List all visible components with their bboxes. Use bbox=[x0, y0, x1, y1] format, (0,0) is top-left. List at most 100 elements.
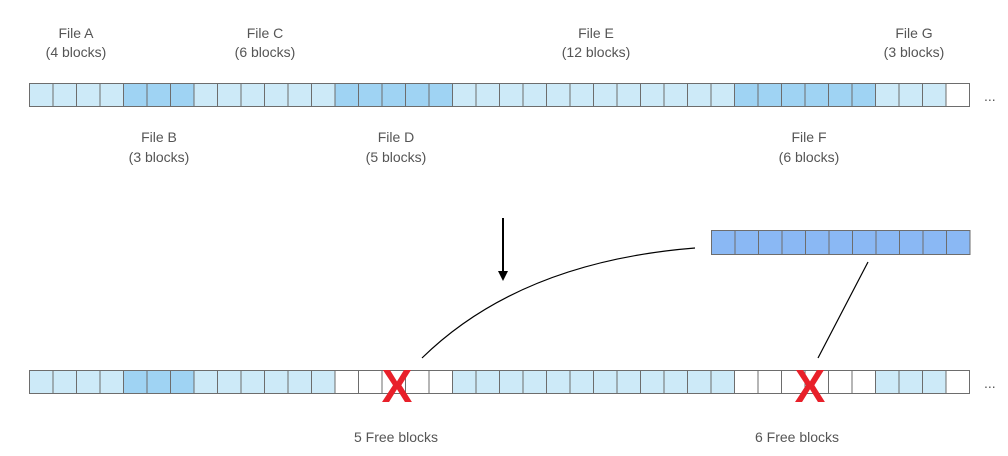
after-block-9 bbox=[217, 370, 242, 394]
after-block-21 bbox=[499, 370, 524, 394]
incoming-block-6 bbox=[828, 230, 853, 255]
after-block-22 bbox=[522, 370, 547, 394]
file-c-name: File C bbox=[247, 25, 284, 41]
after-block-20 bbox=[475, 370, 500, 394]
after-block-31 bbox=[734, 370, 759, 394]
before-block-28 bbox=[663, 83, 688, 107]
before-block-24 bbox=[569, 83, 594, 107]
after-block-12 bbox=[287, 370, 312, 394]
before-block-3 bbox=[76, 83, 101, 107]
before-block-20 bbox=[475, 83, 500, 107]
incoming-block-7 bbox=[852, 230, 877, 255]
before-block-17 bbox=[405, 83, 430, 107]
before-block-5 bbox=[123, 83, 148, 107]
before-block-8 bbox=[193, 83, 218, 107]
before-block-16 bbox=[381, 83, 406, 107]
before-block-1 bbox=[29, 83, 54, 107]
before-block-10 bbox=[240, 83, 265, 107]
before-block-39 bbox=[922, 83, 947, 107]
before-block-11 bbox=[264, 83, 289, 107]
before-block-31 bbox=[734, 83, 759, 107]
incoming-block-9 bbox=[899, 230, 924, 255]
after-block-25 bbox=[593, 370, 618, 394]
x-mark-5-free: X bbox=[382, 360, 413, 412]
after-block-40 bbox=[945, 370, 970, 394]
before-block-19 bbox=[452, 83, 477, 107]
before-block-23 bbox=[546, 83, 571, 107]
before-block-40 bbox=[945, 83, 970, 107]
file-d-name: File D bbox=[378, 129, 415, 145]
file-f-size: (6 blocks) bbox=[779, 149, 840, 165]
after-block-8 bbox=[193, 370, 218, 394]
before-block-34 bbox=[804, 83, 829, 107]
after-block-35 bbox=[828, 370, 853, 394]
before-block-6 bbox=[146, 83, 171, 107]
disk-row-after bbox=[29, 370, 970, 394]
before-block-2 bbox=[52, 83, 77, 107]
before-block-22 bbox=[522, 83, 547, 107]
after-block-29 bbox=[687, 370, 712, 394]
before-block-33 bbox=[781, 83, 806, 107]
after-block-19 bbox=[452, 370, 477, 394]
disk-row-before bbox=[29, 83, 970, 107]
after-block-24 bbox=[569, 370, 594, 394]
after-block-3 bbox=[76, 370, 101, 394]
file-b-name: File B bbox=[141, 129, 177, 145]
incoming-block-8 bbox=[875, 230, 900, 255]
before-block-36 bbox=[851, 83, 876, 107]
after-block-10 bbox=[240, 370, 265, 394]
after-block-11 bbox=[264, 370, 289, 394]
incoming-block-1 bbox=[711, 230, 736, 255]
after-block-7 bbox=[170, 370, 195, 394]
row-before-ellipsis: ... bbox=[984, 88, 996, 104]
before-block-35 bbox=[828, 83, 853, 107]
file-d-size: (5 blocks) bbox=[366, 149, 427, 165]
connector-curve-to-5-free bbox=[421, 247, 696, 359]
after-block-28 bbox=[663, 370, 688, 394]
file-b-size: (3 blocks) bbox=[129, 149, 190, 165]
connector-line-to-6-free bbox=[817, 261, 869, 359]
before-block-29 bbox=[687, 83, 712, 107]
before-block-12 bbox=[287, 83, 312, 107]
free-label-5: 5 Free blocks bbox=[354, 429, 438, 445]
file-g-size: (3 blocks) bbox=[884, 44, 945, 60]
before-block-14 bbox=[334, 83, 359, 107]
after-block-38 bbox=[898, 370, 923, 394]
after-block-2 bbox=[52, 370, 77, 394]
incoming-file-blocks bbox=[711, 230, 971, 255]
before-block-7 bbox=[170, 83, 195, 107]
after-block-5 bbox=[123, 370, 148, 394]
after-block-32 bbox=[757, 370, 782, 394]
before-block-4 bbox=[99, 83, 124, 107]
incoming-block-3 bbox=[758, 230, 783, 255]
after-block-14 bbox=[334, 370, 359, 394]
before-block-38 bbox=[898, 83, 923, 107]
after-block-1 bbox=[29, 370, 54, 394]
before-block-9 bbox=[217, 83, 242, 107]
file-a-name: File A bbox=[58, 25, 94, 41]
after-block-39 bbox=[922, 370, 947, 394]
after-block-37 bbox=[875, 370, 900, 394]
after-block-13 bbox=[311, 370, 336, 394]
file-f-name: File F bbox=[792, 129, 827, 145]
before-block-37 bbox=[875, 83, 900, 107]
incoming-block-5 bbox=[805, 230, 830, 255]
after-block-6 bbox=[146, 370, 171, 394]
before-block-30 bbox=[710, 83, 735, 107]
after-block-23 bbox=[546, 370, 571, 394]
before-block-27 bbox=[640, 83, 665, 107]
after-block-26 bbox=[616, 370, 641, 394]
file-c-size: (6 blocks) bbox=[235, 44, 296, 60]
after-block-15 bbox=[358, 370, 383, 394]
incoming-block-10 bbox=[922, 230, 947, 255]
before-block-13 bbox=[311, 83, 336, 107]
before-block-21 bbox=[499, 83, 524, 107]
after-block-18 bbox=[428, 370, 453, 394]
before-block-18 bbox=[428, 83, 453, 107]
before-block-26 bbox=[616, 83, 641, 107]
file-g-name: File G bbox=[895, 25, 932, 41]
row-after-ellipsis: ... bbox=[984, 375, 996, 391]
after-block-36 bbox=[851, 370, 876, 394]
file-e-size: (12 blocks) bbox=[562, 44, 630, 60]
